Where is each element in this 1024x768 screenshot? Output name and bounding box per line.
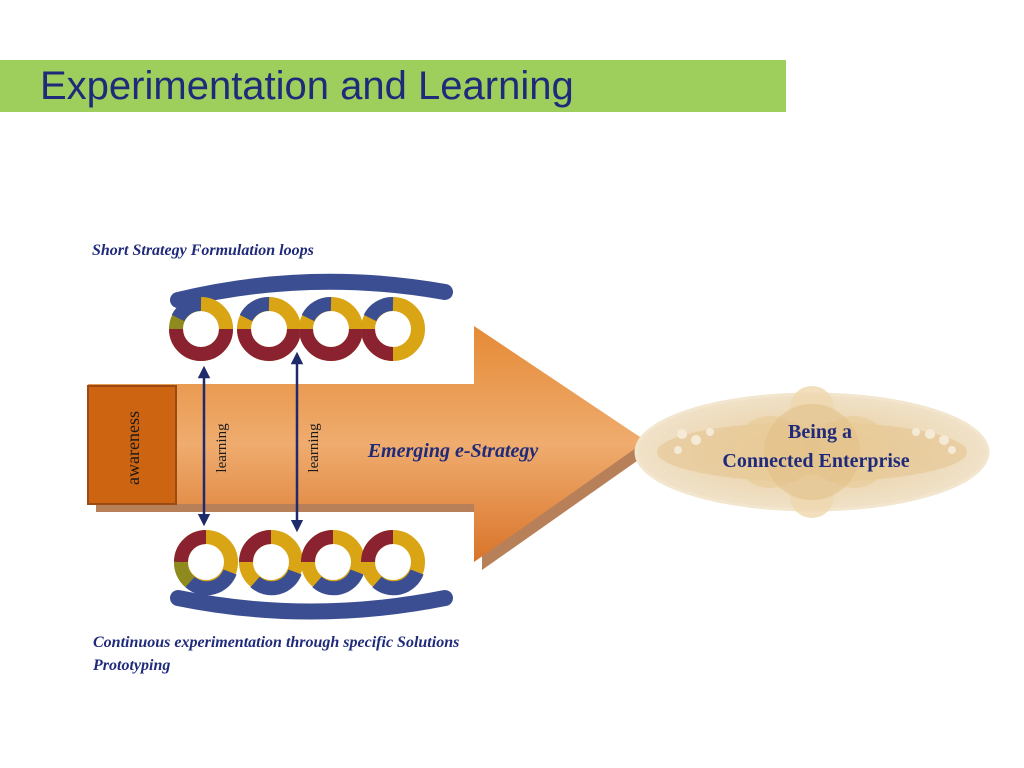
top-loop-2 [237, 297, 301, 361]
arrow-label: Emerging e-Strategy [367, 440, 539, 462]
strategy-arrow [88, 326, 654, 570]
bottom-loop-4 [361, 530, 425, 596]
bottom-loop-2 [239, 530, 303, 596]
bottom-caption-line2: Prototyping [93, 657, 171, 674]
top-loop-1 [169, 297, 233, 361]
bottom-loop-3 [301, 530, 365, 596]
enterprise-label-line2: Connected Enterprise [722, 450, 909, 472]
top-loop-4 [361, 297, 425, 361]
title-bar [0, 60, 786, 112]
awareness-label: awareness [123, 411, 143, 485]
connected-enterprise-ellipse [634, 386, 990, 518]
bottom-caption: Continuous experimentation through speci… [93, 631, 563, 677]
awareness-box [87, 385, 177, 505]
slide-title: Experimentation and Learning [40, 64, 574, 108]
top-caption: Short Strategy Formulation loops [92, 242, 314, 259]
learning-label-1: learning [214, 423, 230, 473]
bottom-caption-line1: Continuous experimentation through speci… [93, 634, 460, 651]
bottom-loop-1 [174, 530, 238, 596]
top-loop-chain [169, 273, 453, 361]
top-loop-3 [299, 297, 363, 361]
bottom-loop-chain [170, 530, 453, 620]
enterprise-label-line1: Being a [788, 421, 852, 443]
learning-label-2: learning [306, 423, 322, 473]
